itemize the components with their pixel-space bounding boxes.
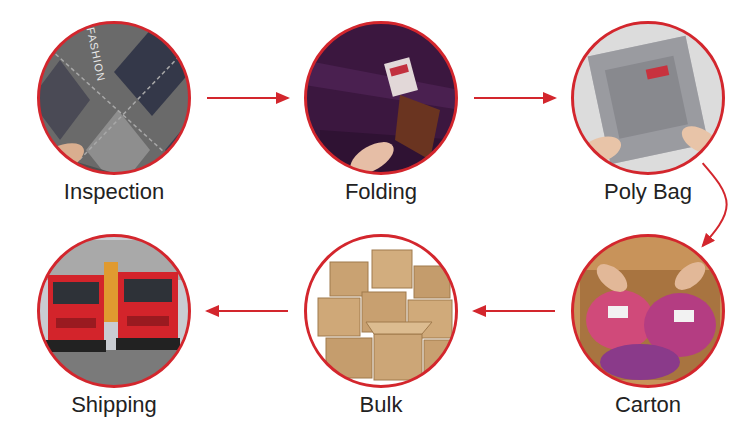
flow-arrow [474, 97, 555, 99]
step-label: Bulk [304, 392, 458, 418]
process-circle: Folding [304, 21, 458, 205]
fabric-tag-text: FASHION [84, 26, 108, 83]
process-circle: Bulk [304, 234, 458, 418]
polybag-photo [571, 21, 727, 177]
circle-outline [571, 234, 725, 388]
step-label: Poly Bag [571, 179, 725, 205]
flow-arrow [474, 310, 555, 312]
flow-arrow [207, 310, 288, 312]
circle-outline [37, 234, 191, 388]
trucks-photo [37, 234, 193, 390]
sweater-photo [304, 21, 460, 180]
circle-outline [304, 21, 458, 175]
step-label: Shipping [37, 392, 191, 418]
flow-arrow [703, 163, 727, 246]
process-circle: Carton [571, 234, 725, 418]
step-label: Inspection [37, 179, 191, 205]
boxes-photo [304, 234, 464, 390]
step-label: Folding [304, 179, 458, 205]
circle-outline [304, 234, 458, 388]
circle-outline [571, 21, 725, 175]
carton-photo [571, 234, 727, 390]
circle-outline [37, 21, 191, 175]
process-circle: Shipping [37, 234, 191, 418]
step-label: Carton [571, 392, 725, 418]
flow-arrow [207, 97, 288, 99]
process-circle: Inspection [37, 21, 191, 205]
fabric-photo [27, 21, 215, 190]
process-circle: Poly Bag [571, 21, 725, 205]
